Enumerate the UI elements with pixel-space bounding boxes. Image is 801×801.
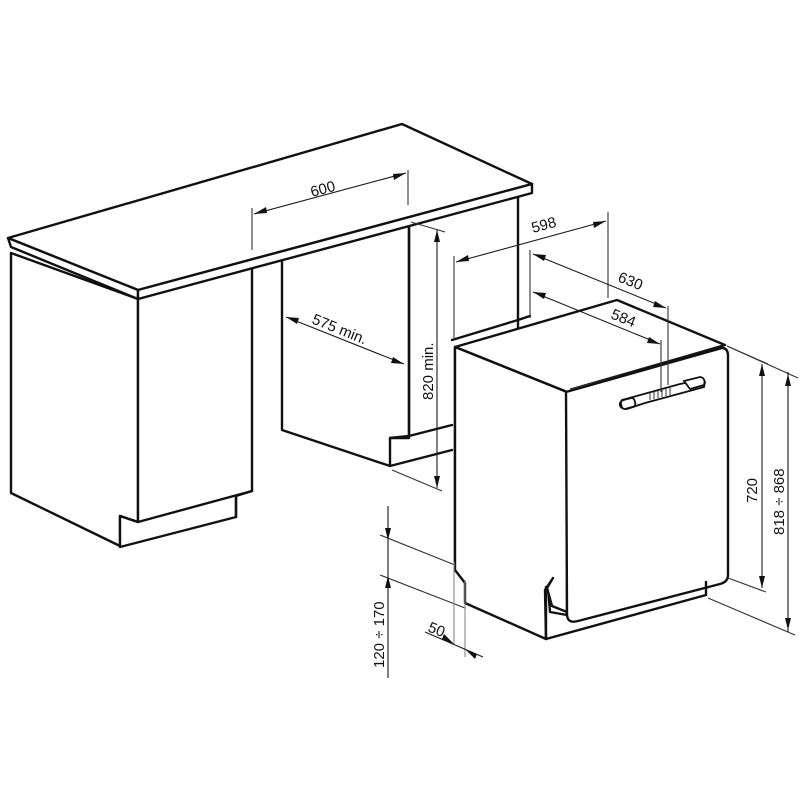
dimension-plinth-height: 120 ÷ 170 [371, 506, 466, 678]
door-handle [618, 376, 707, 410]
dimension-niche-height: 820 min. [391, 221, 446, 492]
label-600: 600 [309, 178, 338, 201]
niche-back-panel [450, 191, 532, 342]
label-720: 720 [744, 478, 761, 503]
dishwasher [453, 298, 730, 641]
handle-grille-icon [649, 388, 671, 400]
label-630: 630 [616, 269, 646, 294]
label-120-170: 120 ÷ 170 [371, 601, 388, 668]
label-50: 50 [426, 619, 448, 641]
dimension-appliance-width: 598 [453, 212, 609, 340]
dimension-niche-width: 600 [251, 170, 409, 250]
label-820-min: 820 min. [420, 342, 437, 400]
label-818-868: 818 ÷ 868 [771, 468, 788, 535]
left-cabinet [9, 251, 254, 549]
niche-right-panel [280, 221, 454, 468]
worktop [6, 122, 534, 301]
label-598: 598 [530, 214, 559, 237]
dimension-door-height: 720 [726, 345, 769, 593]
dimension-plinth-recess: 50 [424, 562, 484, 659]
dimension-total-height: 818 ÷ 868 [707, 345, 799, 636]
dimension-depth-with-door: 630 [529, 250, 669, 385]
